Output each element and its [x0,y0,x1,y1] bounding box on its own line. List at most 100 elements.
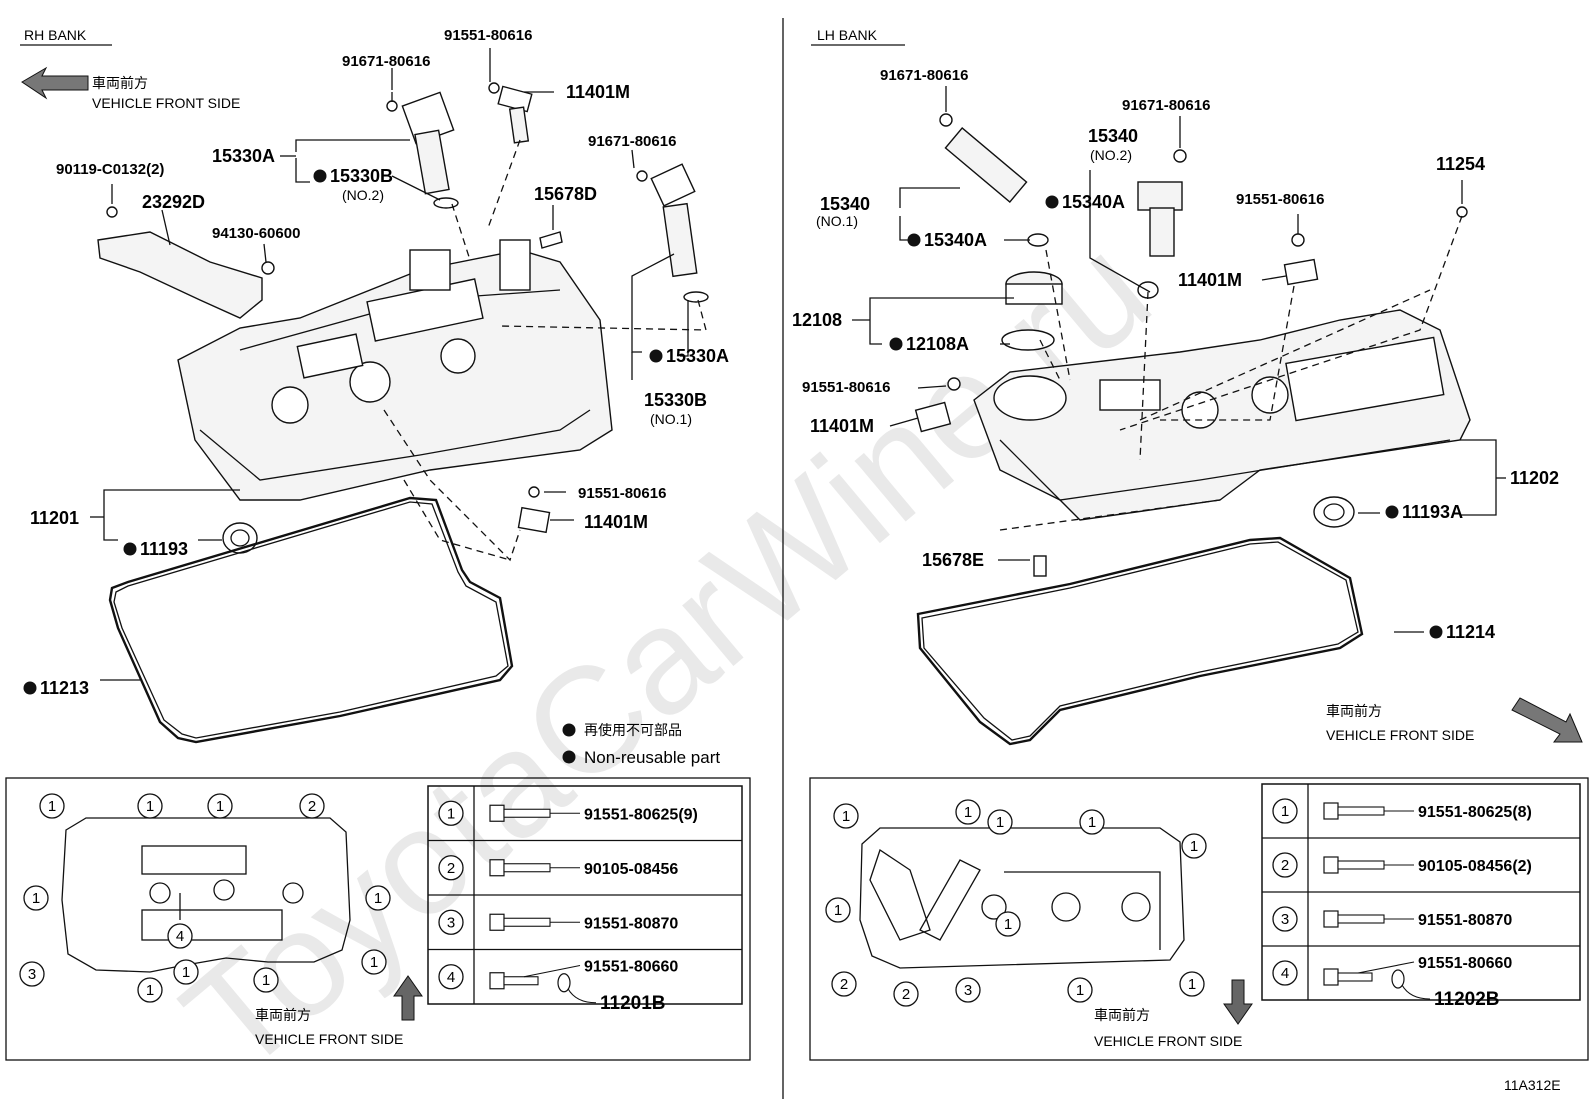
lh-nonreuse-dot-15340a-2 [907,233,921,247]
table-row-num: 2 [447,860,455,877]
rh-label-11201: 11201 [30,508,79,528]
rh-sensor-lower [517,486,551,534]
rh-label-91551-top: 91551-80616 [444,27,532,44]
lh-label-91671-mid: 91671-80616 [1122,97,1210,114]
rh-front-jp: 車両前方 [92,75,148,91]
table-row-marker [1272,798,1298,824]
lh-bolt-marker [893,981,919,1007]
lh-sensor-left [914,377,961,433]
lh-bolt-marker-num: 1 [834,902,842,919]
lh-valve-cover [973,309,1471,521]
rh-label-11193: 11193 [140,539,188,559]
rh-bolt-marker [23,885,49,911]
lh-gasket-outline [859,827,1185,969]
rh-bolt-marker-num: 1 [32,890,40,907]
rh-bolt-marker-num: 1 [182,964,190,981]
lh-bolt-marker [1181,833,1207,859]
lh-front-arrow-icon [1511,697,1583,743]
lh-label-11214: 11214 [1446,622,1495,642]
table-part-number: 91551-80660 [1418,955,1512,972]
rh-nonreuse-dot-15330b [313,169,327,183]
table-row-num: 1 [447,805,455,822]
bolt-icon [489,913,505,931]
lh-front-en: VEHICLE FRONT SIDE [1326,727,1474,743]
bolt-icon [1323,910,1339,928]
lh-seal-11193a [1313,496,1355,528]
table-part-number: 91551-80660 [584,959,678,976]
lh-nonreuse-dot-11193a [1385,505,1399,519]
rh-valve-cover [177,239,613,501]
rh-bolt-marker-num: 1 [374,890,382,907]
rh-label-91671-top: 91671-80616 [342,53,430,70]
lh-bolt-marker [831,971,857,997]
lh-oil-cap [1001,271,1063,351]
rh-label-91551-lower: 91551-80616 [578,485,666,502]
lh-bolt-marker-num: 2 [902,986,910,1003]
rh-bolt-marker [39,793,65,819]
table-part-number: 91551-80870 [584,915,678,932]
rh-label-15330a-right: 15330A [666,346,729,366]
lh-bolt-box [809,777,1589,1061]
table-part-number: 90105-08456(2) [1418,858,1532,875]
legend-en: Non-reusable part [584,748,720,767]
rh-bolt-marker [299,793,325,819]
lh-box-front-jp: 車両前方 [1094,1007,1150,1023]
lh-label-15340-no2: 15340 [1088,126,1138,146]
table-row-marker [1272,906,1298,932]
rh-label-15330b-note: (NO.2) [342,187,384,203]
rh-label-15678d: 15678D [534,184,597,204]
lh-label-11202: 11202 [1510,468,1559,488]
rh-nonreuse-dot-15330a [649,349,663,363]
lh-bolt-marker [833,803,859,829]
bolt-icon [1323,856,1339,874]
lh-bolt-marker [1079,809,1105,835]
table-row-num: 4 [447,969,455,986]
lh-solenoid-no1 [939,113,1049,247]
table-row-num: 1 [1281,803,1289,820]
rh-bolt-marker-num: 2 [308,798,316,815]
rh-bolt-marker-num: 1 [48,798,56,815]
washer-icon [557,973,571,993]
lh-label-91551-right: 91551-80616 [1236,191,1324,208]
lh-bolt-marker-num: 1 [842,808,850,825]
table-part-number-2: 11202B [1434,989,1500,1010]
bolt-icon [1323,968,1339,986]
rh-bolt-marker-num: 1 [370,954,378,971]
front-arrow-icon [21,66,89,100]
rh-gasket-11213 [108,496,514,744]
rh-bolt-marker [207,793,233,819]
lh-bolt-15678e [1033,555,1047,577]
rh-nonreuse-dot-11193 [123,542,137,556]
lh-bolt-marker-num: 1 [1190,838,1198,855]
rh-label-91671-right: 91671-80616 [588,133,676,150]
lh-bolt-marker [987,809,1013,835]
lh-label-15340-no1: 15340 [820,194,870,214]
lh-bolt-marker-num: 1 [964,804,972,821]
lh-label-11401m-right: 11401M [1178,270,1242,290]
lh-label-91551-left: 91551-80616 [802,379,890,396]
rh-bracket [97,206,275,319]
rh-box-front-arrow-icon [393,975,423,1021]
lh-bank-title: LH BANK [817,27,878,43]
table-row-marker [438,800,464,826]
table-part-number: 90105-08456 [584,861,678,878]
rh-label-11401m-lower: 11401M [584,512,648,532]
rh-solenoid-no1 [636,163,709,303]
rh-bolt-marker [365,885,391,911]
table-row-marker [438,909,464,935]
lh-label-15678e: 15678E [922,550,984,570]
rh-bolt-marker-num: 4 [176,928,184,945]
table-row-marker [1272,852,1298,878]
lh-label-15340-no2-note: (NO.2) [1090,147,1132,163]
rh-label-15330b-right: 15330B [644,390,707,410]
lh-bolt-marker [825,897,851,923]
rh-bolt-marker [137,977,163,1003]
rh-bolt-marker-num: 1 [216,798,224,815]
lh-nonreuse-dot-12108a [889,337,903,351]
lh-label-15340a-1: 15340A [1062,192,1125,212]
lh-nonreuse-dot-15340a-1 [1045,195,1059,209]
table-part-number: 91551-80625(9) [584,806,698,823]
